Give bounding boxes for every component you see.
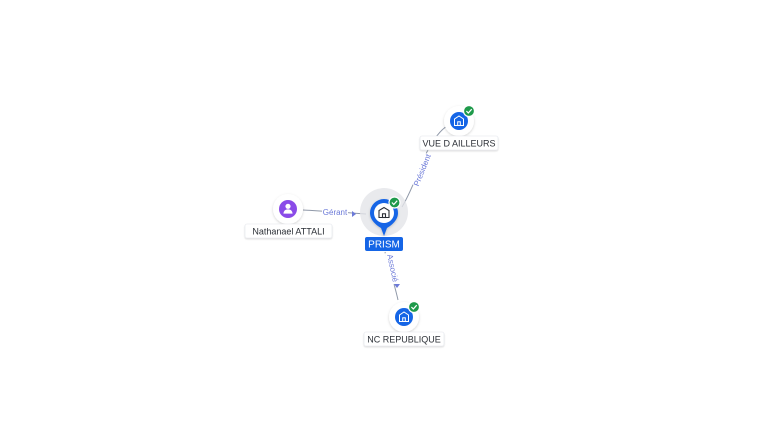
verified-check-icon — [407, 300, 421, 314]
arrow-icon — [394, 284, 400, 288]
verified-check-icon — [462, 104, 476, 118]
node-label-nc-republique: NC REPUBLIQUE — [367, 335, 441, 345]
verified-check-icon — [388, 196, 401, 209]
building-icon — [454, 115, 464, 127]
node-label-nathanael-attali: Nathanael ATTALI — [252, 227, 324, 237]
edge-label-president: Président — [412, 152, 433, 187]
building-icon — [378, 206, 390, 219]
node-nathanael-attali[interactable]: Nathanael ATTALI — [244, 194, 333, 239]
edge-label-gerant: Gérant — [323, 208, 348, 217]
person-icon — [283, 203, 293, 214]
node-label-prism: PRISM — [368, 240, 400, 251]
building-icon — [399, 311, 409, 322]
edge-label-associe: Associé — [385, 253, 400, 283]
edge-gerant[interactable]: Gérant — [302, 207, 367, 217]
edge-associe[interactable]: Associé — [384, 251, 402, 301]
node-vue-d-ailleurs[interactable]: VUE D AILLEURS — [419, 104, 499, 151]
node-prism-center[interactable]: PRISM — [360, 188, 408, 251]
node-nc-republique[interactable]: NC REPUBLIQUE — [363, 300, 445, 347]
arrow-icon — [352, 211, 356, 217]
node-label-vue-d-ailleurs: VUE D AILLEURS — [422, 139, 495, 149]
